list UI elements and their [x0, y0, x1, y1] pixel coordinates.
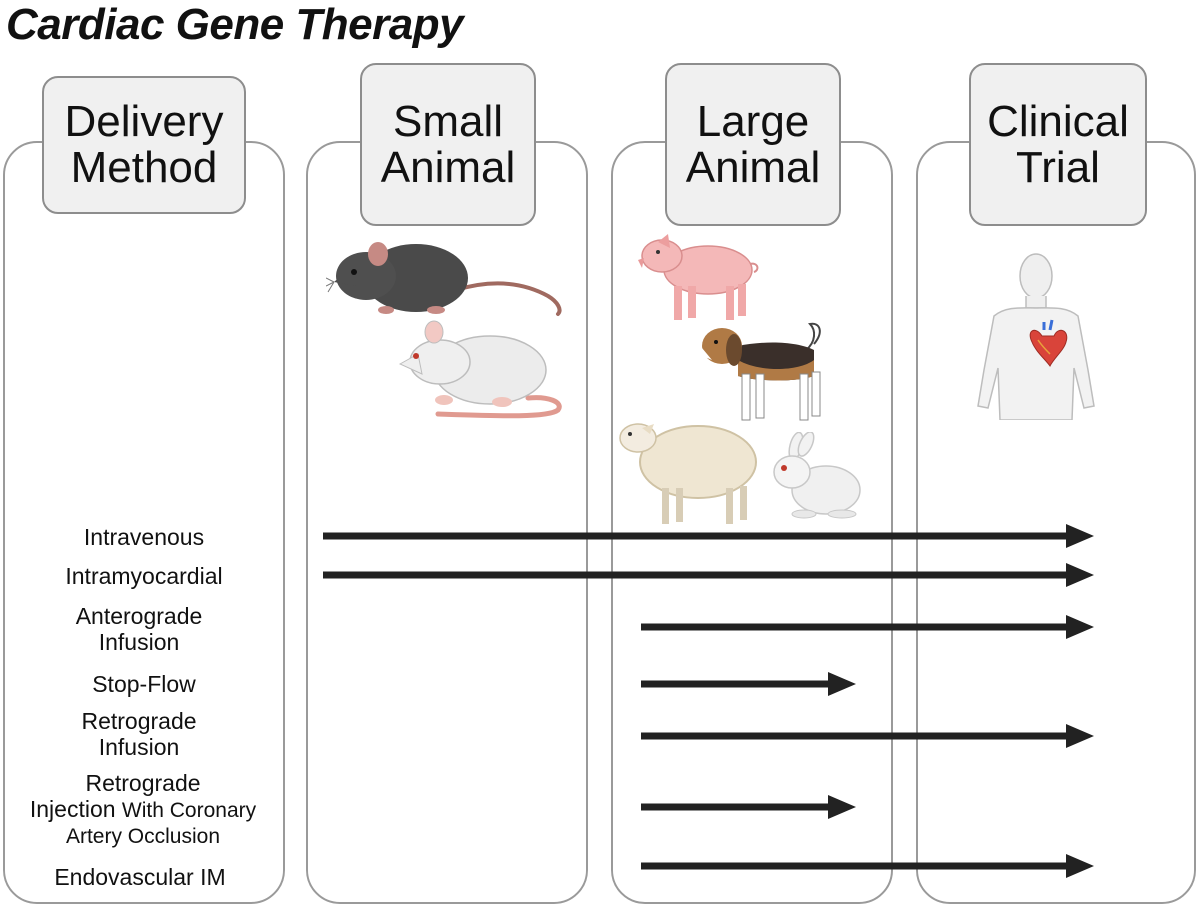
dog-icon: [698, 322, 821, 421]
header-line: Large: [696, 96, 810, 146]
header-line: Delivery: [64, 97, 224, 146]
method-label-intravenous: Intravenous: [83, 524, 205, 550]
arrow-anterograde-infusion: [641, 615, 1094, 639]
header-line: Method: [70, 143, 218, 192]
header-line: Clinical: [987, 96, 1129, 146]
arrow-endovascular-im: [641, 854, 1094, 878]
pig-icon: [638, 234, 759, 320]
arrow-intramyocardial: [323, 563, 1094, 587]
method-label-anterograde-infusion: Anterograde Infusion: [75, 603, 203, 655]
column-clinical-trial: [916, 141, 1196, 904]
arrow-retrograde-injection: [641, 795, 856, 819]
method-label-endovascular-im: Endovascular IM: [54, 864, 226, 890]
rat-icon: [398, 320, 562, 419]
method-label-retrograde-infusion: Retrograde Infusion: [81, 708, 197, 760]
arrow-stop-flow: [641, 672, 856, 696]
header-large-animal: Large Animal: [665, 63, 841, 226]
rabbit-icon: [773, 432, 861, 519]
mouse-icon: [326, 242, 562, 316]
arrow-retrograde-infusion: [641, 724, 1094, 748]
method-label-intramyocardial: Intramyocardial: [65, 563, 223, 589]
header-small-animal: Small Animal: [360, 63, 536, 226]
method-label-retrograde-injection: Retrograde Injection With Coronary Arter…: [29, 770, 257, 848]
diagram-title: Cardiac Gene Therapy: [6, 0, 464, 49]
method-label-stop-flow: Stop-Flow: [92, 671, 196, 697]
header-line: Small: [392, 96, 504, 146]
header-line: Trial: [1016, 142, 1100, 192]
header-clinical-trial: Clinical Trial: [969, 63, 1147, 226]
arrow-intravenous: [323, 524, 1094, 548]
sheep-icon: [619, 423, 757, 524]
human-with-heart-icon: [977, 253, 1095, 420]
header-line: Animal: [380, 142, 516, 192]
header-delivery-method: Delivery Method: [42, 76, 246, 214]
header-line: Animal: [685, 142, 821, 192]
column-delivery-method: [3, 141, 285, 904]
